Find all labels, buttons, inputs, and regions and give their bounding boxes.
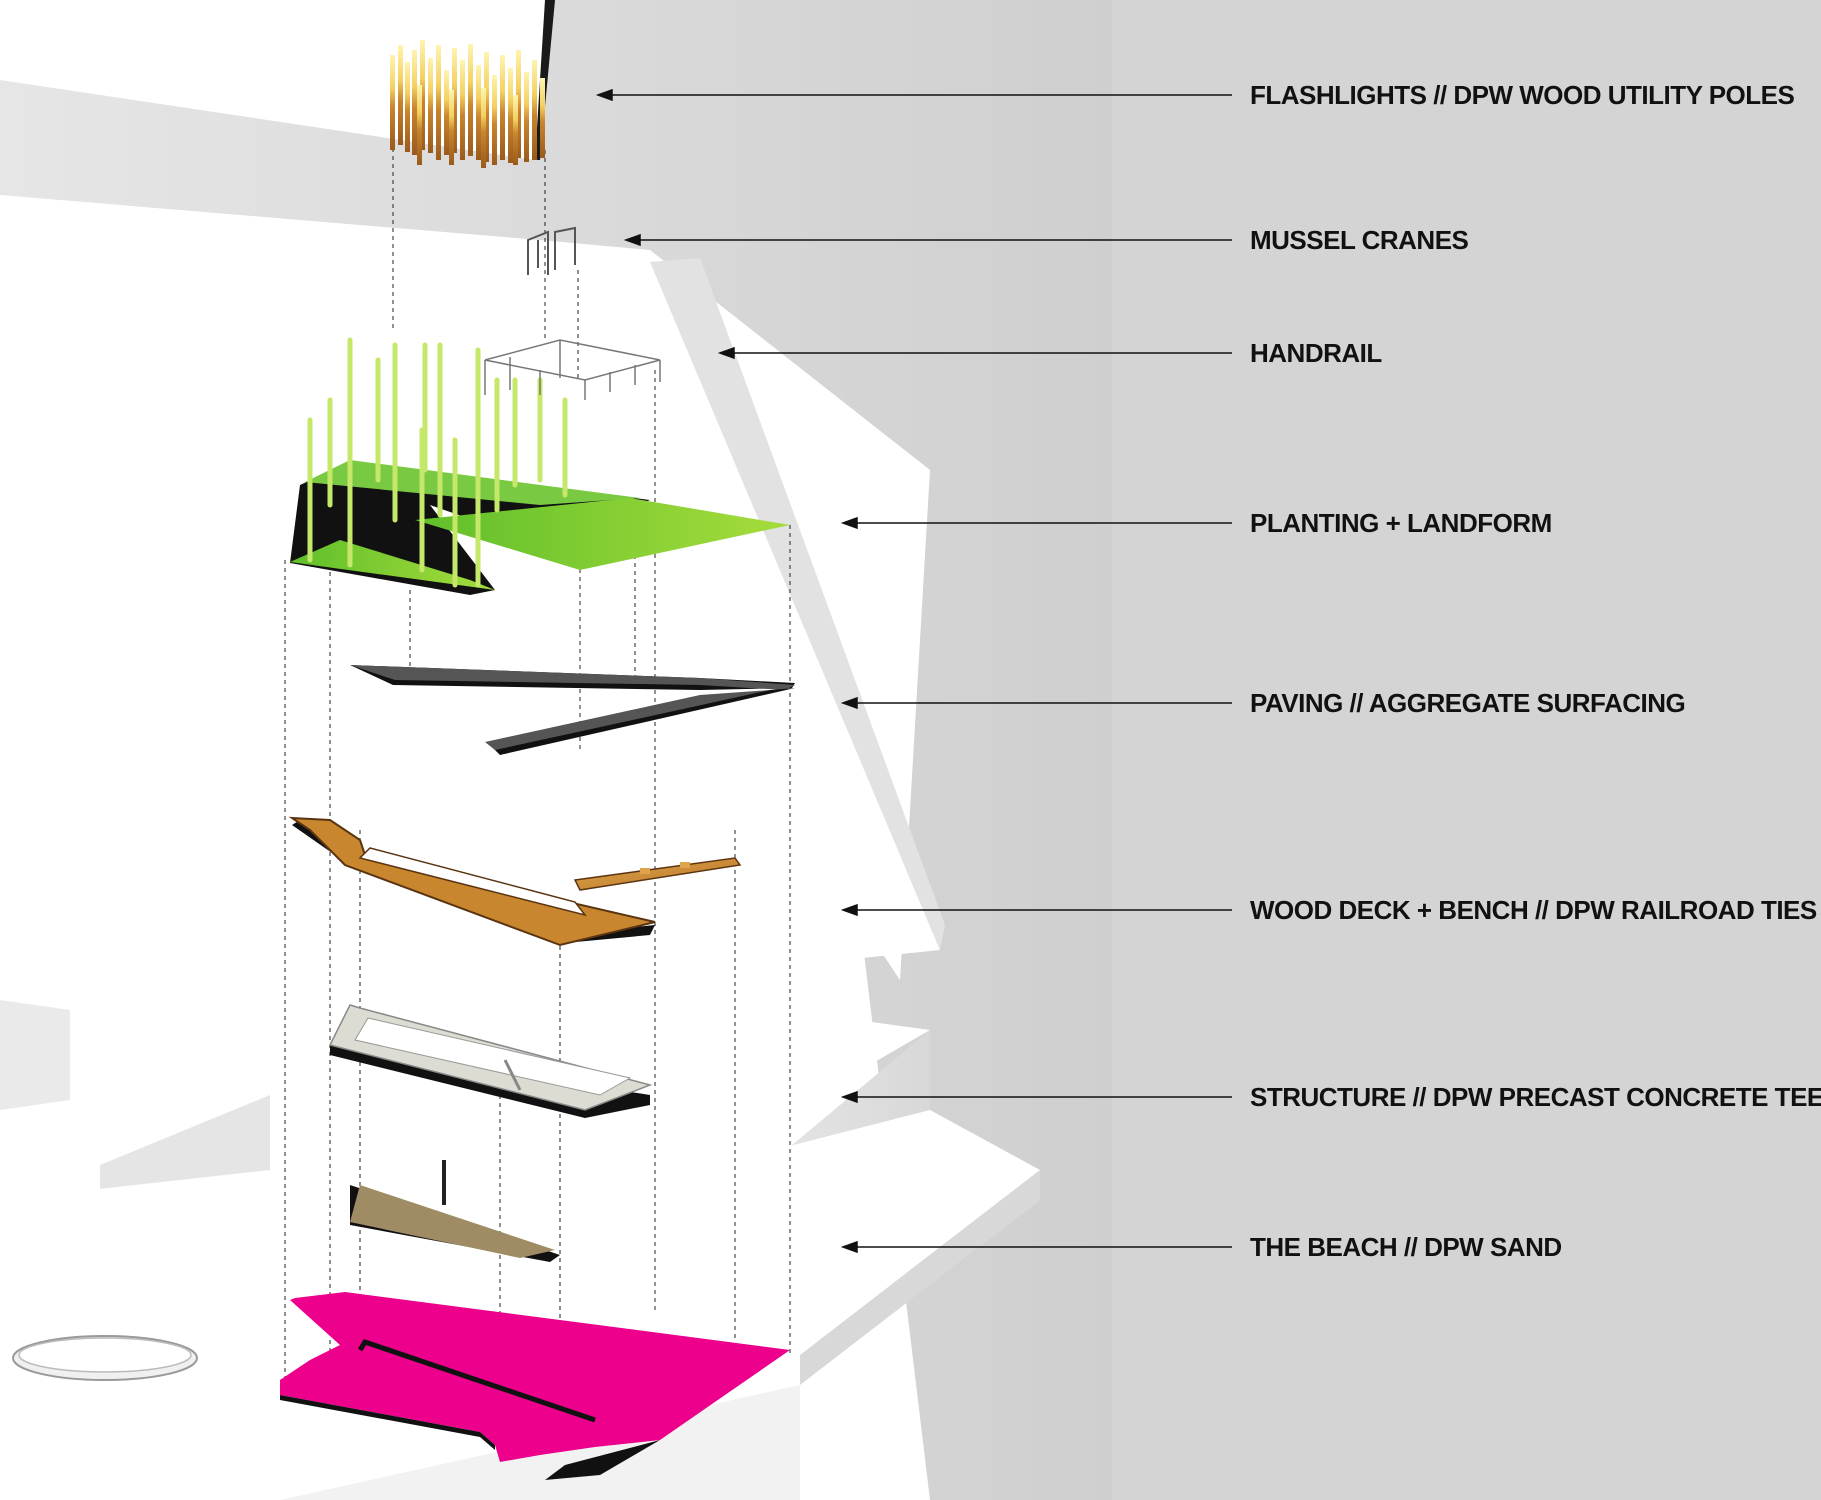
circular-well xyxy=(12,1335,198,1381)
label-structure: STRUCTURE // DPW PRECAST CONCRETE TEES xyxy=(1250,1082,1821,1112)
structure-layer xyxy=(328,1004,653,1118)
flashlights-poles-layer xyxy=(390,40,545,168)
label-mussel-cranes: MUSSEL CRANES xyxy=(1250,225,1469,255)
planting-stalks xyxy=(307,337,568,588)
label-planting: PLANTING + LANDFORM xyxy=(1250,508,1552,538)
platform-top xyxy=(0,1110,1040,1500)
platform-side xyxy=(800,1170,1040,1385)
grey-backdrop xyxy=(1112,0,1821,1500)
beach-sand-layer xyxy=(350,1160,560,1262)
wood-deck-layer xyxy=(288,816,742,947)
label-wood-deck: WOOD DECK + BENCH // DPW RAILROAD TIES xyxy=(1250,895,1817,925)
leader-lines xyxy=(595,88,1232,1254)
label-handrail: HANDRAIL xyxy=(1250,338,1382,368)
planting-layer xyxy=(290,337,790,595)
left-block xyxy=(0,1000,70,1110)
base-layer-magenta xyxy=(280,1292,790,1480)
label-beach: THE BEACH // DPW SAND xyxy=(1250,1232,1562,1262)
label-flashlights: FLASHLIGHTS // DPW WOOD UTILITY POLES xyxy=(1250,80,1795,110)
landmass-cut-face xyxy=(650,258,945,950)
paving-layer xyxy=(350,665,795,755)
label-paving: PAVING // AGGREGATE SURFACING xyxy=(1250,688,1686,718)
upper-ground-plane xyxy=(0,0,1112,1500)
handrail-layer xyxy=(484,339,661,400)
mussel-cranes-layer xyxy=(527,226,576,275)
